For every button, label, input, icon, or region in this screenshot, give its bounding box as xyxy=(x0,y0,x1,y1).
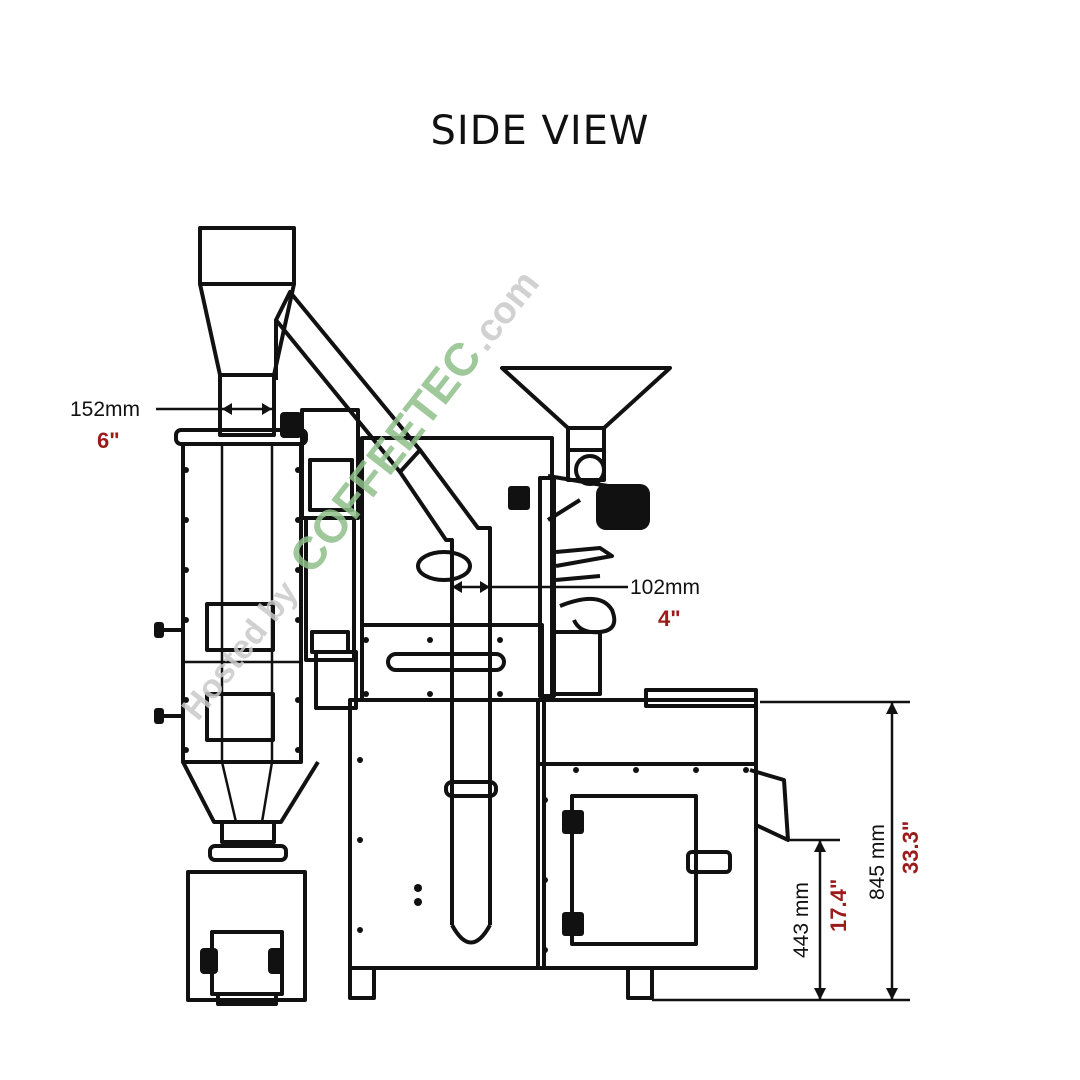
dim-exhaust-pipe: 152mm 6" xyxy=(70,398,272,453)
dim-total-imperial: 33.3" xyxy=(898,821,923,874)
dim-discharge-imperial: 17.4" xyxy=(826,879,851,932)
chaff-pipe xyxy=(398,448,498,945)
bean-hopper xyxy=(500,366,672,698)
dim-discharge-metric: 443 mm xyxy=(790,882,813,958)
watermark-suffix: .com xyxy=(460,263,548,359)
dim-chaff-pipe: 102mm 4" xyxy=(452,576,700,631)
watermark-brand: COFFEETEC xyxy=(279,331,491,583)
dim-exhaust-imperial: 6" xyxy=(97,428,120,453)
dim-chaff-imperial: 4" xyxy=(658,606,681,631)
dim-total-height: 845 mm 33.3" xyxy=(652,700,923,1002)
roaster-body xyxy=(348,436,790,1000)
watermark-prefix: Hosted by xyxy=(174,574,305,727)
dim-total-metric: 845 mm xyxy=(866,824,889,900)
page-title: SIDE VIEW xyxy=(430,108,650,154)
dim-chaff-metric: 102mm xyxy=(630,576,700,599)
dim-discharge-height: 443 mm 17.4" xyxy=(790,838,851,1000)
dim-exhaust-metric: 152mm xyxy=(70,398,140,421)
blower-column xyxy=(280,408,360,710)
